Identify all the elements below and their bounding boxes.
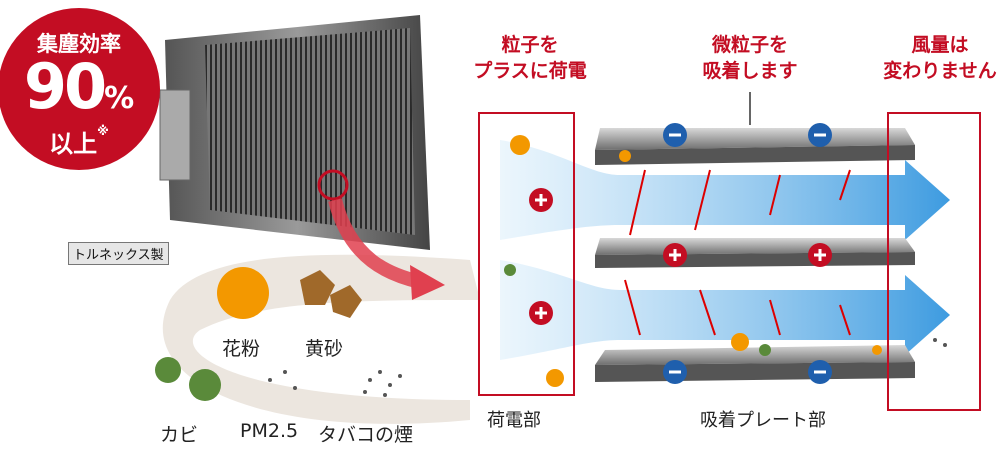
particles: [155, 135, 947, 401]
minus-icons: [663, 123, 832, 384]
badge-suffix: 以上: [49, 130, 98, 158]
airflow-arrow-upper: [500, 140, 950, 240]
airflow-arrow-lower: [500, 260, 950, 360]
section-plates-label: 吸着プレート部: [700, 410, 826, 431]
badge-unit: %: [104, 81, 135, 116]
badge-value: 90: [23, 50, 107, 123]
zoom-circle: [317, 169, 349, 201]
badge-note-mark: ※: [97, 124, 109, 138]
caption-charge: 粒子をプラスに荷電: [473, 34, 587, 82]
airflow-section-frame: [887, 112, 981, 411]
plus-icons: [529, 188, 832, 325]
maker-label: トルネックス製: [68, 242, 169, 265]
plate-middle: [595, 238, 915, 255]
plate-bottom: [595, 345, 915, 365]
badge-title: 集塵効率: [37, 32, 121, 56]
caption-airflow: 風量は変わりません: [883, 34, 997, 82]
label-yellow-sand: 黄砂: [305, 338, 344, 360]
attraction-arrows: [624, 169, 851, 336]
zoom-arrow: [328, 198, 422, 289]
label-pollen: 花粉: [222, 338, 261, 360]
label-pm25: PM2.5: [240, 420, 299, 442]
label-mold: カビ: [160, 424, 199, 446]
efficiency-badge: 集塵効率 90% 以上※: [0, 8, 160, 170]
charging-section-frame: [478, 112, 575, 396]
label-smoke: タバコの煙: [318, 424, 414, 446]
section-charging-label: 荷電部: [487, 410, 541, 431]
filter-unit-image: [159, 15, 430, 250]
caption-adsorb: 微粒子を吸着します: [702, 34, 798, 82]
